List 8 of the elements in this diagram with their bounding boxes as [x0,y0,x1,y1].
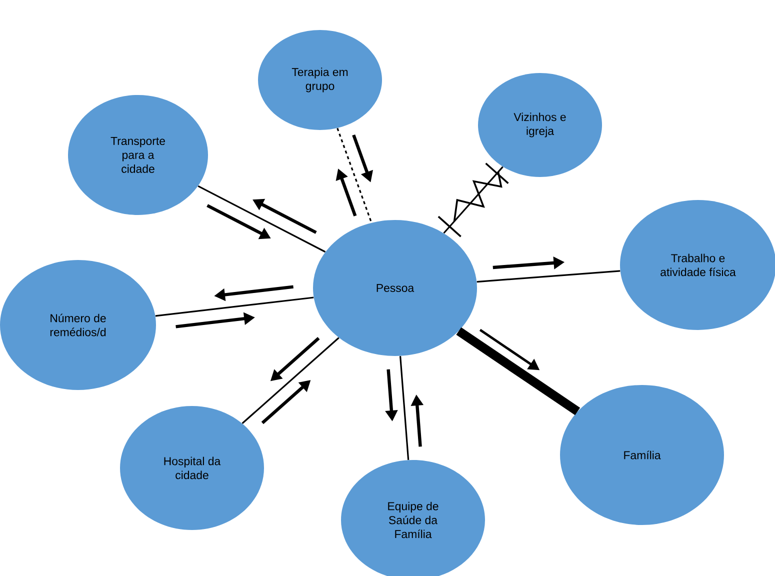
connector-line [456,327,580,416]
connector-line [155,296,314,317]
connector-line [242,337,340,424]
connector-line [399,356,410,460]
connector-line [336,128,372,223]
connector-line [476,270,620,283]
connector-line [443,166,504,234]
connector-line [198,185,326,253]
